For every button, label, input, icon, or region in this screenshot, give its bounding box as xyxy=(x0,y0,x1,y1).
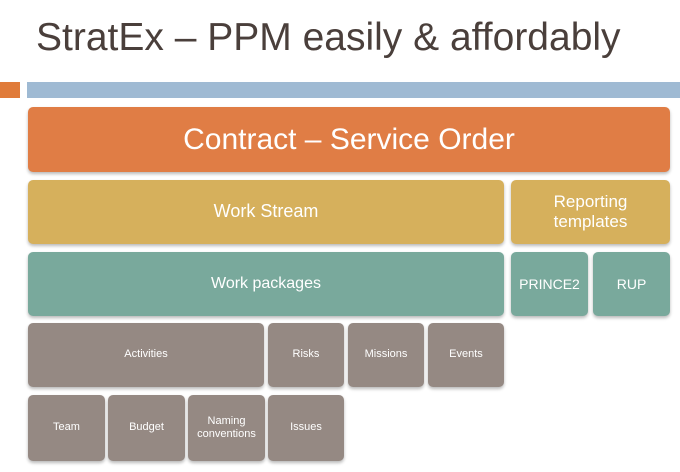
work-stream-label: Work Stream xyxy=(213,201,319,222)
team-label: Team xyxy=(53,421,80,434)
work-packages-label: Work packages xyxy=(211,275,321,293)
budget-box: Budget xyxy=(108,395,185,461)
budget-label: Budget xyxy=(129,421,164,434)
contract-service-order-label: Contract – Service Order xyxy=(183,122,515,156)
reporting-templates-label: Reporting templates xyxy=(553,191,628,231)
rup-box: RUP xyxy=(593,252,670,316)
naming-conventions-box: Naming conventions xyxy=(188,395,265,461)
issues-box: Issues xyxy=(268,395,344,461)
prince2-box: PRINCE2 xyxy=(511,252,588,316)
work-packages-box: Work packages xyxy=(28,252,504,316)
accent-bar xyxy=(27,82,680,98)
prince2-label: PRINCE2 xyxy=(519,275,580,292)
events-box: Events xyxy=(428,323,504,387)
activities-label: Activities xyxy=(124,348,168,361)
work-stream-box: Work Stream xyxy=(28,180,504,244)
events-label: Events xyxy=(449,348,483,361)
naming-conventions-label: Naming conventions xyxy=(197,414,256,440)
risks-label: Risks xyxy=(292,348,320,361)
team-box: Team xyxy=(28,395,105,461)
issues-label: Issues xyxy=(290,421,322,434)
reporting-templates-box: Reporting templates xyxy=(511,180,670,244)
slide-title: StratEx – PPM easily & affordably xyxy=(36,16,621,59)
contract-service-order-box: Contract – Service Order xyxy=(28,107,670,172)
activities-box: Activities xyxy=(28,323,264,387)
missions-box: Missions xyxy=(348,323,424,387)
missions-label: Missions xyxy=(364,348,408,361)
risks-box: Risks xyxy=(268,323,344,387)
rup-label: RUP xyxy=(616,275,647,292)
accent-square xyxy=(0,82,20,98)
